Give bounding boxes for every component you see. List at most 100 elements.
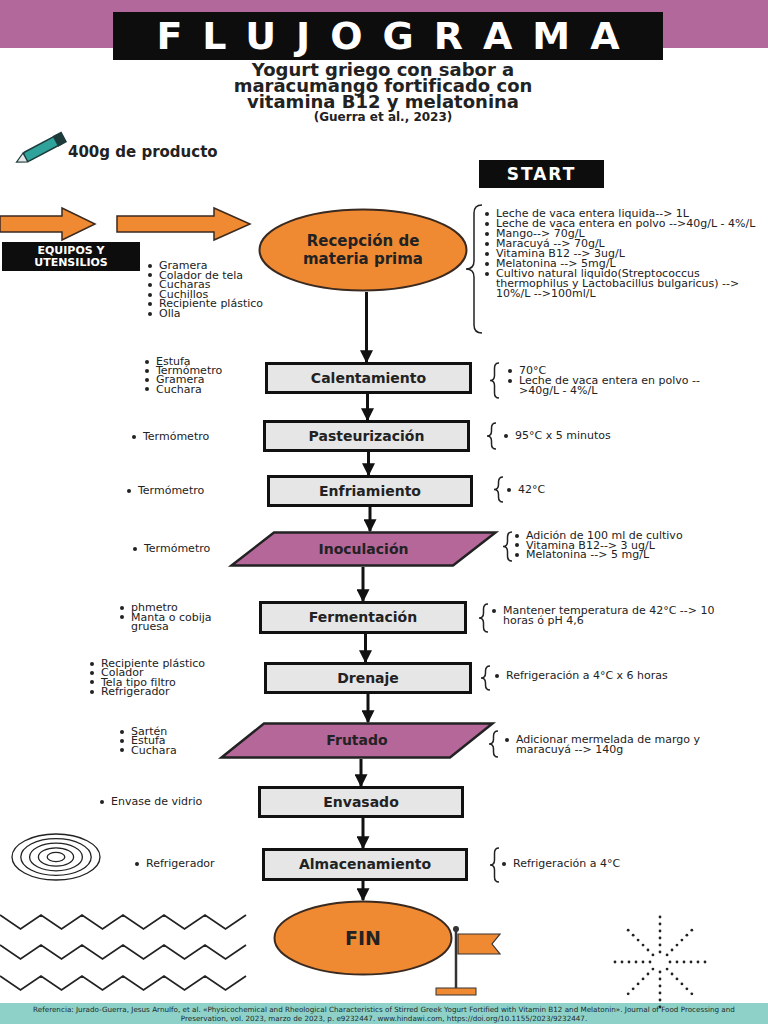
label-line: 42°C [505,484,655,495]
curly-brace [479,604,488,632]
bullet-dot [90,662,94,666]
label-group: Refrigerador [133,858,253,869]
starburst-dot [632,987,635,990]
label-group: 95°C x 5 minutos [502,430,722,441]
label-line: Termómetro [125,485,245,496]
process-box: Fermentación [259,601,467,634]
flow-arrow [362,567,365,601]
bullet-dot [90,690,94,694]
bullet-dot [515,553,519,557]
flag-knob [453,926,459,932]
process-ellipse: Recepción de materia prima [258,208,468,292]
end-ellipse: FIN [273,900,453,976]
label-group: Leche de vaca entera liquida--> 1LLeche … [483,209,761,299]
start-label: START [479,160,604,188]
flow-arrow [367,452,370,475]
label-group: Adición de 100 ml de cultivoVitamina B12… [513,531,763,560]
parallelogram-shape [232,533,496,566]
bullet-dot [148,312,152,316]
bullet-dot [127,489,131,493]
bullet-dot [120,615,124,619]
flow-arrow [362,818,365,848]
label-line: Manta o cobija gruesa [118,613,218,632]
parameter-item: Leche de vaca entera en polvo -->40g/L -… [519,374,700,397]
label-line: Cuchara [118,746,218,755]
label-line: Leche de vaca entera en polvo -->40g/L -… [506,376,731,396]
process-box: Almacenamiento [262,848,468,881]
node-label: Fermentación [309,609,417,626]
bullet-dot [133,547,137,551]
label-line: Refrigeración a 4°C [500,858,720,869]
process-box: Drenaje [264,662,472,694]
zigzag-line [0,976,246,990]
equipment-item: Termómetro [143,430,209,443]
equipment-item: Refrigerador [101,685,170,698]
starburst-dot [632,934,635,937]
label-group: Termómetro [131,543,251,554]
flag [458,934,500,954]
bullet-dot [148,273,152,277]
label-line: 400g de producto [68,143,288,161]
starburst-dot [647,949,650,952]
parallelogram-shape [222,724,493,758]
label-group: Mantener temperatura de 42°C --> 10 hora… [490,606,730,626]
bullet-dot [485,212,489,216]
flag-base [436,988,476,995]
bullet-dot [515,534,519,538]
ellipse-shape [260,210,467,291]
label-line: Refrigerador [133,858,253,869]
starburst-dot [676,961,679,964]
starburst-dot [637,939,640,942]
bullet-dot [90,671,94,675]
node-label: Envasado [323,794,399,811]
equipment-item: Olla [159,307,181,320]
orange-arrow [0,208,95,240]
node-label: Almacenamiento [299,856,431,873]
bottom-band [0,1003,768,1024]
starburst-dot [671,973,674,976]
diagram-title: FLUJOGRAMA [113,12,663,60]
curly-brace [490,363,499,398]
starburst-dot [647,973,650,976]
label-group: Termómetro [130,431,250,442]
starburst-dot [659,923,662,926]
bullet-dot [508,379,512,383]
curly-brace [466,205,482,333]
zigzag-line [0,915,246,929]
starburst-dot [649,961,652,964]
starburst-dot [642,978,645,981]
bullet-dot [148,283,152,287]
bullet-dot [132,435,136,439]
bullet-dot [507,488,511,492]
flow-arrow [365,292,368,362]
starburst-dot [669,961,672,964]
starburst-dot [628,961,631,964]
bullet-dot [485,262,489,266]
process-box: Enfriamiento [267,475,473,507]
equipment-item: Manta o cobija gruesa [131,611,212,634]
starburst-dot [681,983,684,986]
node-label: FIN [345,927,381,949]
label-line: Envase de vidrio [98,796,218,807]
flow-arrow [367,694,370,722]
flow-arrow [369,507,372,531]
ellipse-shape [275,902,452,975]
starburst-dot [614,961,617,964]
citation: (Guerra et al., 2023) [314,110,453,124]
equipment-item: Envase de vidrio [111,795,202,808]
label-line: Yogurt griego con sabor a maracumango fo… [203,62,563,110]
label-line: Adicionar mermelada de margo y maracuyá … [503,735,738,755]
node-label: Drenaje [337,670,399,687]
curly-brace [481,666,490,690]
starburst-dot [659,992,662,995]
parameter-item: Refrigeración a 4°C [513,857,620,870]
starburst-dot [690,992,693,995]
starburst-dot [659,937,662,940]
starburst-dot [685,987,688,990]
label-group: EstufaTermómetroGrameraCuchara [143,357,263,394]
starburst-dot [659,985,662,988]
process-box: Calentamiento [265,362,472,394]
parameter-item: Mantener temperatura de 42°C --> 10 hora… [503,604,714,627]
starburst-dot [659,971,662,974]
flow-arrow [364,634,367,662]
